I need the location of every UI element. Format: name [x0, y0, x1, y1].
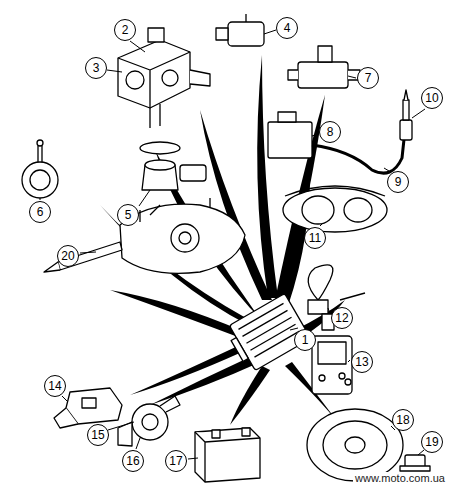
- leader-lines: [40, 30, 425, 459]
- callout-number: 4: [276, 17, 298, 39]
- watermark: www.moto.com.ua: [353, 472, 447, 484]
- part-drawings: [22, 14, 430, 482]
- callout-number: 18: [392, 409, 414, 431]
- callout-number: 1: [294, 329, 316, 351]
- callout-number: 2: [114, 19, 136, 41]
- callout-number: 19: [421, 431, 443, 453]
- callout-number: 16: [122, 450, 144, 472]
- callout-number: 12: [331, 307, 353, 329]
- callout-number: 10: [421, 87, 443, 109]
- callout-number: 13: [351, 351, 373, 373]
- callout-number: 11: [304, 227, 326, 249]
- callout-number: 5: [117, 204, 139, 226]
- callout-number: 17: [165, 450, 187, 472]
- callout-number: 14: [44, 375, 66, 397]
- callout-number: 20: [57, 245, 79, 267]
- callout-number: 8: [319, 121, 341, 143]
- callout-number: 6: [29, 201, 51, 223]
- callout-number: 7: [357, 67, 379, 89]
- callout-number: 3: [85, 57, 107, 79]
- callout-number: 15: [87, 424, 109, 446]
- radiating-wedges: [100, 55, 345, 425]
- callout-number: 9: [387, 171, 409, 193]
